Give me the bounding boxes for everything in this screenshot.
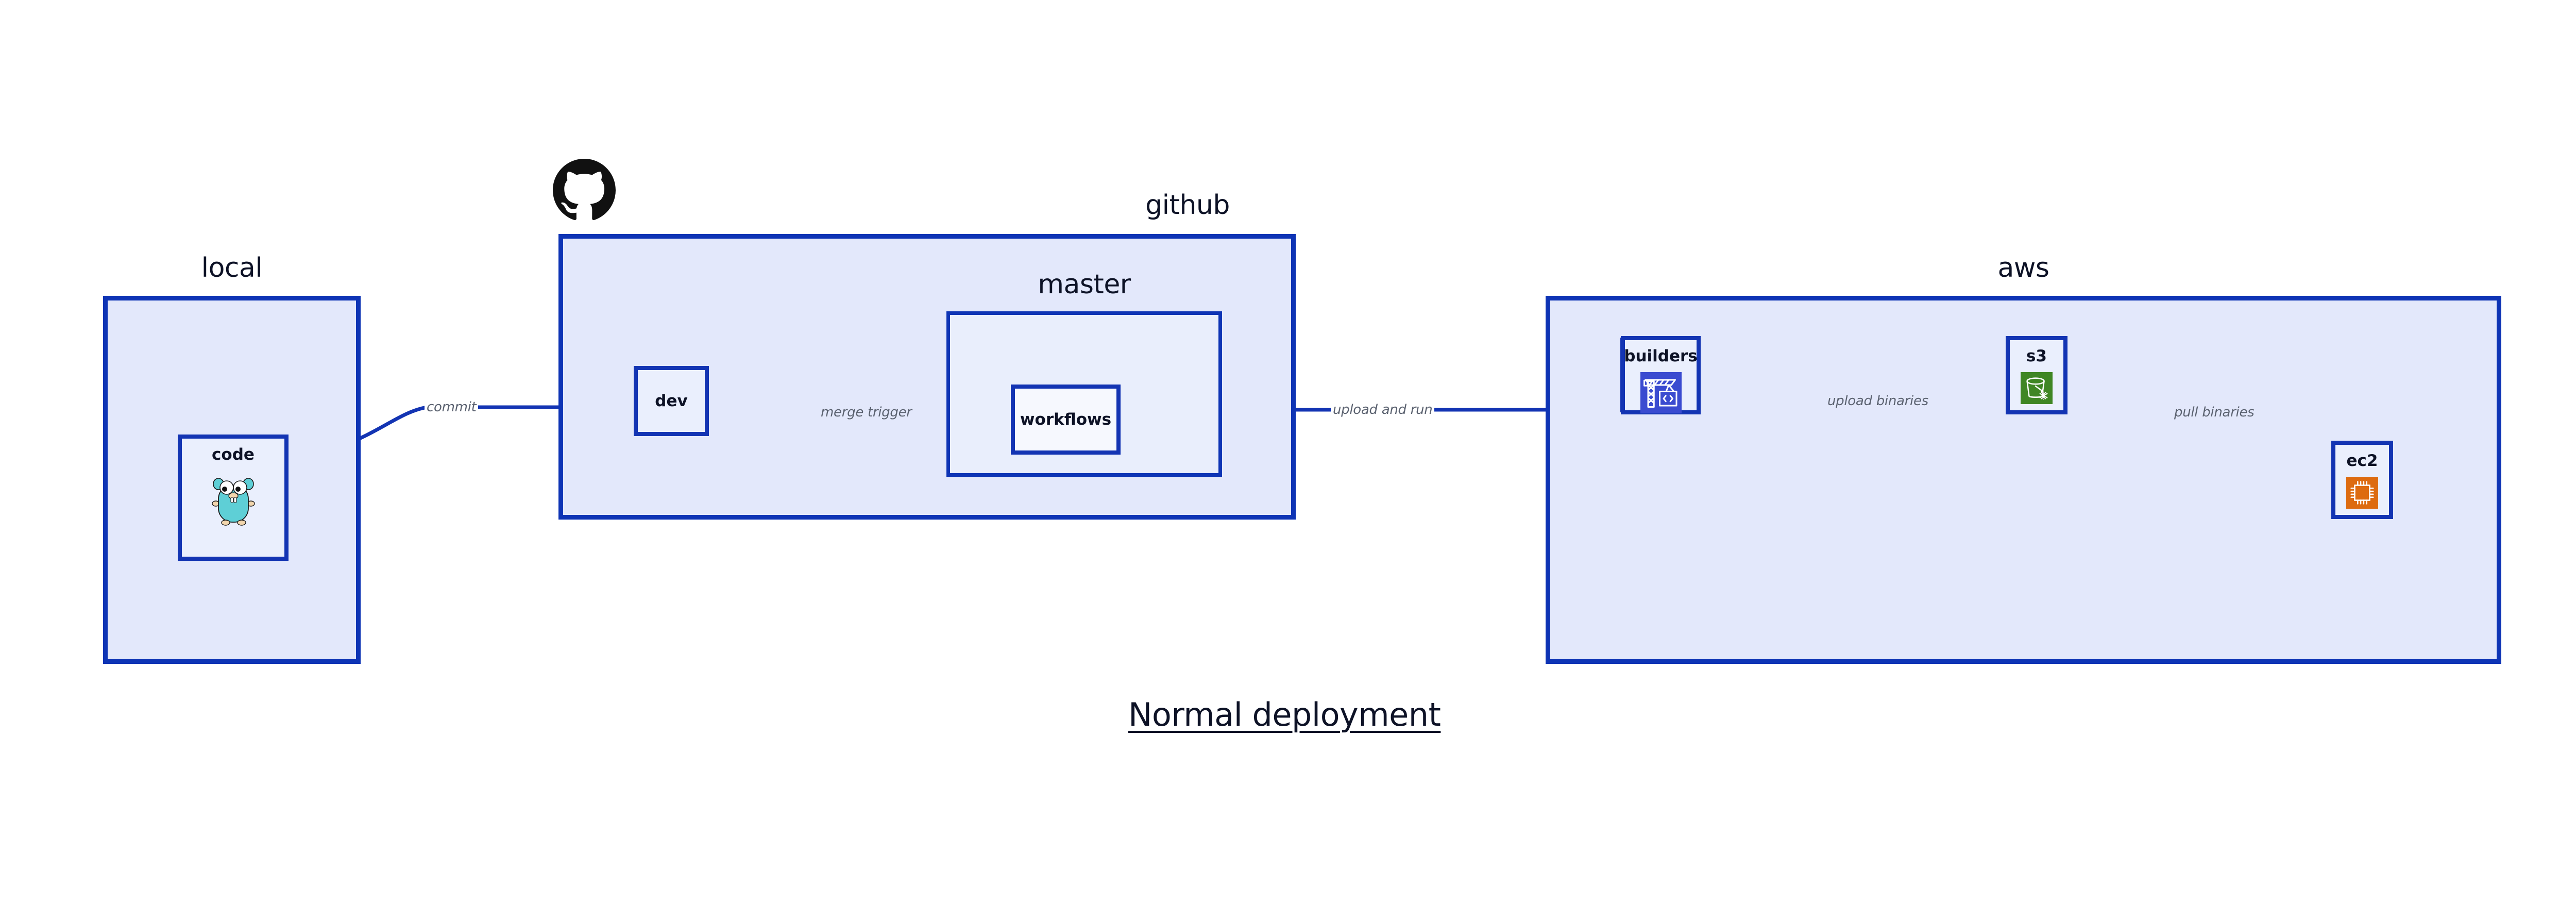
- node-builders-label: builders: [1624, 347, 1698, 365]
- node-code[interactable]: code: [178, 435, 289, 561]
- group-local-label: local: [201, 253, 263, 283]
- node-builders-item[interactable]: builders: [1621, 336, 1701, 414]
- node-s3[interactable]: s3: [2006, 336, 2067, 414]
- aws-codebuild-crane-icon: [1640, 372, 1682, 415]
- node-workflows[interactable]: workflows: [1011, 385, 1121, 455]
- node-dev-label: dev: [655, 391, 688, 410]
- github-octocat-logo: [553, 159, 616, 224]
- node-code-label: code: [212, 445, 255, 464]
- edge-label-merge-trigger: merge trigger: [819, 405, 914, 420]
- group-master-label: master: [1038, 269, 1131, 300]
- edge-label-upload-and-run: upload and run: [1331, 402, 1435, 417]
- group-aws-label: aws: [1997, 253, 2050, 283]
- aws-s3-bucket-icon: [2021, 372, 2053, 406]
- node-workflows-label: workflows: [1020, 410, 1112, 429]
- aws-ec2-chip-icon: [2346, 477, 2378, 511]
- go-gopher-icon: [210, 471, 257, 529]
- node-dev[interactable]: dev: [634, 366, 709, 436]
- edge-label-commit: commit: [425, 399, 479, 415]
- group-github-label: github: [1145, 190, 1230, 221]
- edge-label-upload-binaries: upload binaries: [1825, 393, 1930, 409]
- node-s3-label: s3: [2026, 347, 2047, 365]
- edge-label-pull-binaries: pull binaries: [2172, 405, 2257, 420]
- diagram-title: Normal deployment: [1128, 696, 1441, 733]
- node-ec2[interactable]: ec2: [2331, 441, 2393, 519]
- node-ec2-label: ec2: [2346, 452, 2378, 470]
